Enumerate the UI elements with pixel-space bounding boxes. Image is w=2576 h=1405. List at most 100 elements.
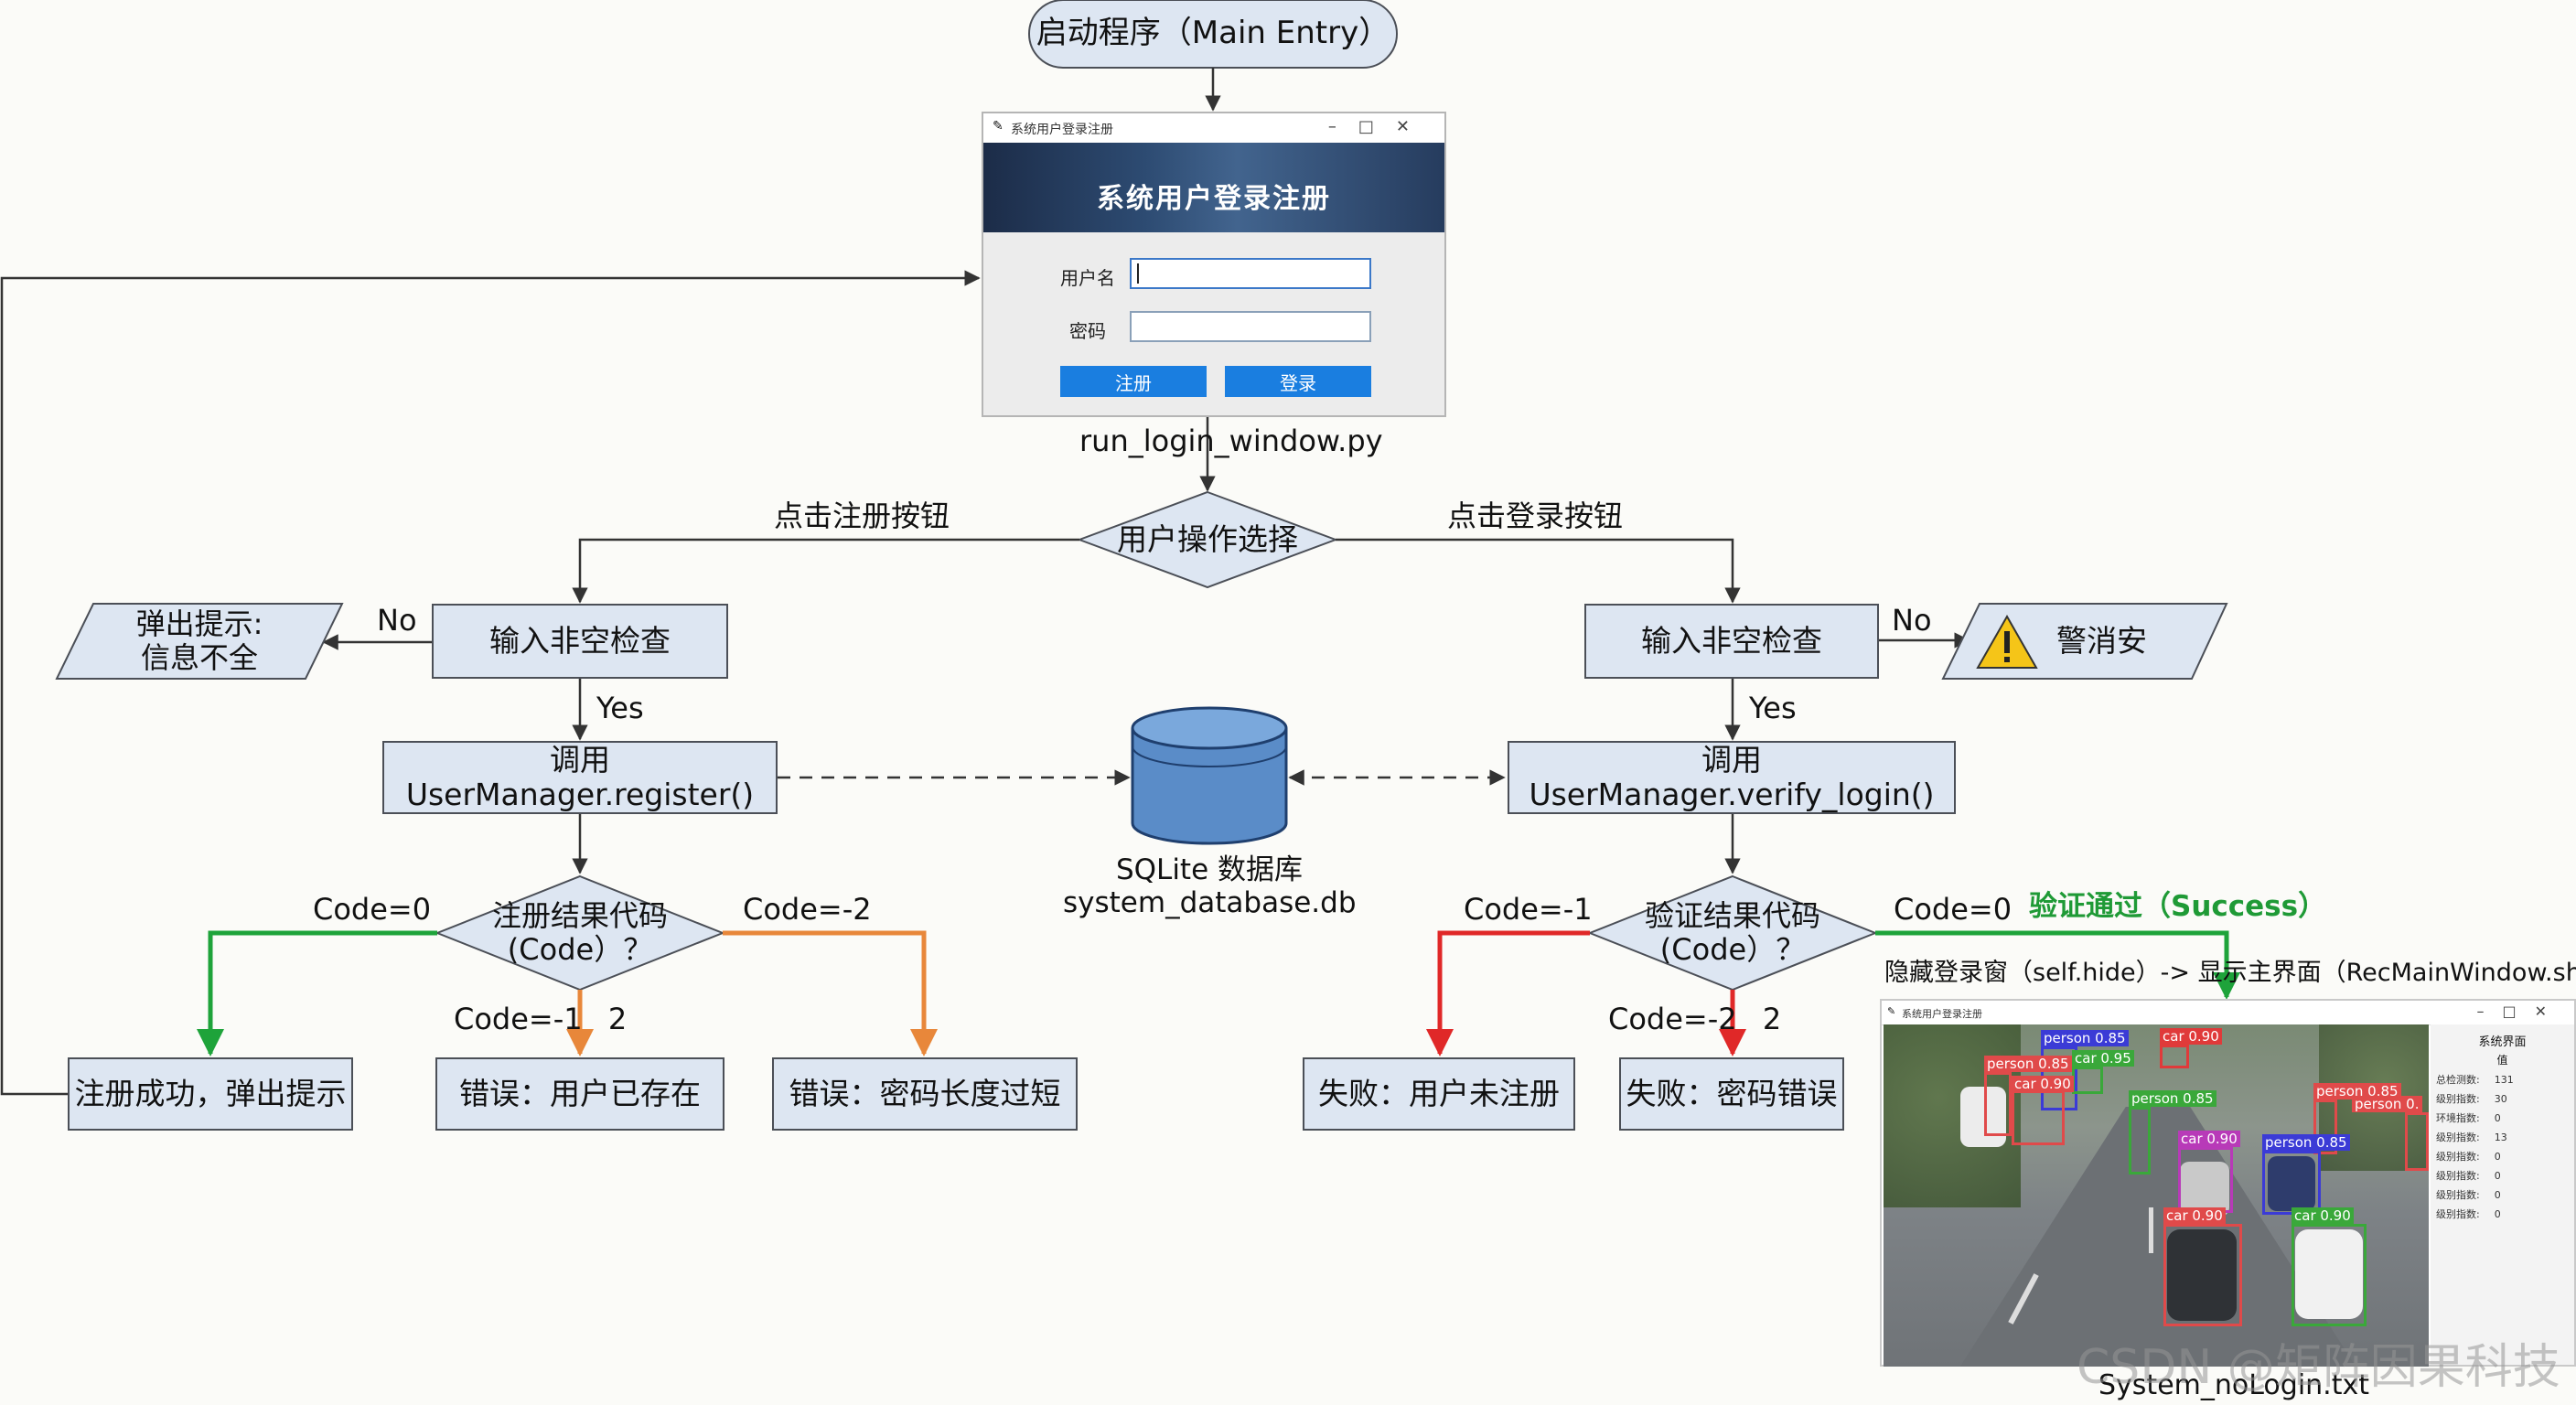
database-line2: system_database.db [1063,885,1357,919]
main-window-caption: System_noLogin.txt [2098,1369,2369,1401]
edge-right-code-1 [1426,930,1590,1056]
login-window-titlebar: ✎ 系统用户登录注册 –□✕ [983,113,1444,143]
left-warning-line1: 弹出提示: [135,606,263,641]
stat-row: 总检测数:131 [2436,1074,2514,1086]
detection-video-frame: person 0.85 car 0.90 person 0.85 car 0.9… [1884,1024,2429,1367]
detection-box [2405,1112,2429,1171]
detection-label: car 0.90 [2012,1076,2074,1092]
left-no-label: No [377,603,417,638]
detection-label: person 0.85 [1984,1056,2072,1072]
edge-right-code0 [1875,930,2240,1000]
right-yes-label: Yes [1749,691,1797,725]
login-button[interactable]: 登录 [1225,366,1371,397]
detection-label: person 0.85 [2129,1090,2216,1107]
left-code-1-suffix: 2 [607,1002,628,1036]
choice-diamond [1077,490,1338,589]
database-label: SQLite 数据库 system_database.db [1063,853,1357,919]
register-call-node: 调用 UserManager.register() [382,741,778,814]
edge-left-code-2 [723,930,938,1056]
main-window-controls[interactable]: –□✕ [2476,1003,2565,1020]
right-code0-label: Code=0 [1894,892,2012,927]
login-window: ✎ 系统用户登录注册 –□✕ 系统用户登录注册 用户名 密码 注册 登录 [982,112,1446,417]
detection-box [2012,1090,2065,1145]
warning-icon [1976,614,2038,669]
register-success-node: 注册成功，弹出提示 [68,1057,353,1131]
left-code0-label: Code=0 [313,892,432,927]
right-code-1-label: Code=-1 [1464,892,1593,927]
hide-show-label: 隐藏登录窗（self.hide）-> 显示主界面（RecMainWindow.s… [1884,959,2576,987]
right-check-node: 输入非空检查 [1584,604,1879,679]
detection-label: car 0.90 [2178,1131,2240,1147]
left-warning-shape [55,603,344,680]
detection-label: car 0.90 [2292,1207,2354,1224]
username-label: 用户名 [1060,267,1115,289]
stat-row: 级别指数:13 [2436,1132,2507,1143]
detection-label: person 0.85 [2313,1083,2401,1099]
car-shape [2268,1156,2315,1211]
stat-row: 级别指数:0 [2436,1170,2501,1182]
password-input[interactable] [1130,311,1371,342]
main-window: ✎ 系统用户登录注册 –□✕ person 0.85 car 0.90 pers… [1880,999,2576,1367]
stat-row: 环境指数:0 [2436,1112,2501,1124]
not-registered-node: 失败：用户未注册 [1303,1057,1575,1131]
verify-call-node: 调用 UserManager.verify_login() [1508,741,1956,814]
text-cursor [1137,263,1139,284]
left-decision-line1: 注册结果代码 [491,898,668,934]
detection-box [2160,1045,2189,1068]
car-shape [2295,1229,2363,1319]
database-line1: SQLite 数据库 [1115,853,1304,886]
stats-panel-title: 系统界面 [2478,1035,2527,1049]
login-window-title: 系统用户登录注册 [1011,123,1113,137]
left-check-node: 输入非空检查 [432,604,728,679]
right-code-2-text: Code=-2 [1608,1002,1737,1036]
main-window-titlebar: ✎ 系统用户登录注册 –□✕ [1882,1001,2574,1025]
username-input[interactable] [1130,258,1371,289]
wrong-password-node: 失败：密码错误 [1619,1057,1844,1131]
user-exists-node: 错误：用户已存在 [435,1057,724,1131]
left-decision-line2: (Code）？ [507,932,653,967]
left-warning-node: 弹出提示: 信息不全 [57,607,342,675]
car-shape [1960,1087,2006,1147]
right-decision-line1: 验证结果代码 [1644,898,1820,934]
lane-mark-2 [2149,1207,2153,1253]
detection-label: person 0.85 [2262,1134,2350,1151]
detection-box [1984,1072,2012,1136]
detection-label: person 0.85 [2041,1030,2129,1046]
start-terminal: 启动程序（Main Entry） [1036,15,1390,52]
login-banner-text: 系统用户登录注册 [1097,183,1331,215]
right-success-label: 验证通过（Success） [2029,890,2327,923]
stats-panel: 系统界面 值 总检测数:131 级别指数:30 环境指数:0 级别指数:13 级… [2431,1024,2574,1365]
detection-box [2129,1107,2151,1174]
click-register-label: 点击注册按钮 [774,499,950,533]
right-warning-text: 警消安 [2056,623,2147,659]
click-login-label: 点击登录按钮 [1447,499,1624,533]
left-code-1-label: Code=-1 2 [454,1004,627,1034]
left-yes-label: Yes [596,691,644,725]
edge-choice-right [1336,538,1741,604]
window-controls[interactable]: –□✕ [1327,117,1432,136]
left-code-1-text: Code=-1 [454,1002,583,1036]
login-banner: 系统用户登录注册 [983,143,1444,232]
database-cylinder [1131,706,1288,845]
register-button[interactable]: 注册 [1060,366,1207,397]
detection-box [2178,1147,2233,1213]
detection-label: car 0.90 [2163,1207,2226,1224]
app-icon: ✎ [1887,1005,1896,1017]
main-window-title: 系统用户登录注册 [1902,1008,1982,1020]
stat-row: 级别指数:0 [2436,1208,2501,1220]
detection-box [2262,1151,2321,1215]
feather-icon: ✎ [993,119,1004,134]
detection-label: person 0. [2352,1096,2422,1112]
stats-panel-header: 值 [2496,1054,2508,1067]
left-warning-line2: 信息不全 [140,639,258,675]
csdn-watermark: CSDN @矩阵因果科技 [2077,1340,2560,1395]
right-decision-label: 验证结果代码 (Code）？ [1590,896,1875,970]
edge-choice-left [572,538,1079,604]
detection-box [2072,1067,2103,1094]
stat-row: 级别指数:0 [2436,1189,2501,1201]
left-code-2-label: Code=-2 [743,892,872,927]
password-short-node: 错误：密码长度过短 [772,1057,1078,1131]
detection-label: car 0.95 [2072,1050,2134,1067]
stat-row: 级别指数:30 [2436,1093,2507,1105]
